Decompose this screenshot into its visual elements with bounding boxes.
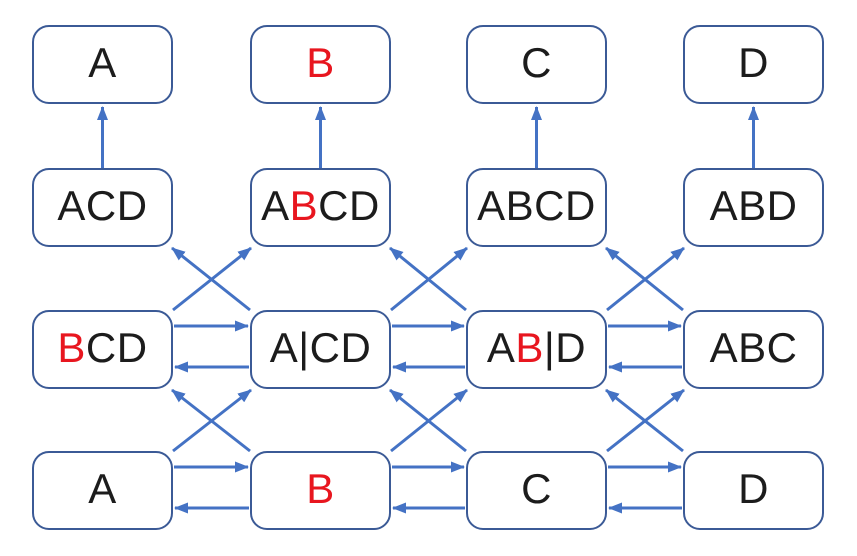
arrow-diag-up-left-r3c2-to-r2c1 bbox=[171, 246, 251, 312]
node-label-segment: ABC bbox=[709, 323, 798, 371]
node-label-segment: A bbox=[88, 38, 117, 86]
node-r4c2-B: B bbox=[250, 451, 391, 530]
arrow-diag-up-left-r3c4-to-r2c3 bbox=[605, 246, 684, 312]
node-label-segment: A|CD bbox=[269, 323, 372, 371]
node-r4c1-A: A bbox=[32, 451, 173, 530]
arrow-diag-up-left-r4c4-to-r3c3 bbox=[605, 388, 684, 453]
node-label-segment: C bbox=[521, 464, 552, 512]
node-label-segment-highlighted: B bbox=[289, 181, 319, 229]
node-label-segment-highlighted: B bbox=[515, 323, 544, 371]
node-r4c4-D: D bbox=[683, 451, 824, 530]
node-label-segment: ABD bbox=[709, 181, 798, 229]
node-r3c2-ACD: A|CD bbox=[250, 310, 391, 389]
arrow-diag-up-left-r4c2-to-r3c1 bbox=[171, 388, 251, 453]
node-label-segment: A bbox=[88, 464, 117, 512]
node-label-segment-highlighted: B bbox=[306, 464, 335, 512]
node-r2c3-ABCD: ABCD bbox=[466, 168, 607, 247]
node-label-segment: A bbox=[486, 323, 516, 371]
arrow-diag-up-left-r3c3-to-r2c2 bbox=[389, 246, 467, 312]
node-r2c1-ACD: ACD bbox=[32, 168, 173, 247]
node-label-segment: D bbox=[738, 464, 769, 512]
arrow-diag-up-left-r4c3-to-r3c2 bbox=[389, 388, 467, 453]
node-r1c1-A: A bbox=[32, 25, 173, 104]
node-r4c3-C: C bbox=[466, 451, 607, 530]
node-label-segment: ABCD bbox=[477, 181, 596, 229]
node-label-segment: ACD bbox=[57, 181, 148, 229]
node-r1c3-C: C bbox=[466, 25, 607, 104]
node-r1c4-D: D bbox=[683, 25, 824, 104]
node-r3c4-ABC: ABC bbox=[683, 310, 824, 389]
node-r2c4-ABD: ABD bbox=[683, 168, 824, 247]
node-label-segment: C bbox=[521, 38, 552, 86]
arrow-group bbox=[97, 106, 759, 514]
node-label-segment-highlighted: B bbox=[306, 38, 335, 86]
node-r1c2-B: B bbox=[250, 25, 391, 104]
node-label-segment-highlighted: B bbox=[57, 323, 86, 371]
node-label-segment: CD bbox=[85, 323, 148, 371]
node-label-segment: A bbox=[261, 181, 290, 229]
node-label-segment: |D bbox=[543, 323, 587, 371]
node-label-segment: CD bbox=[318, 181, 380, 229]
node-label-segment: D bbox=[738, 38, 769, 86]
